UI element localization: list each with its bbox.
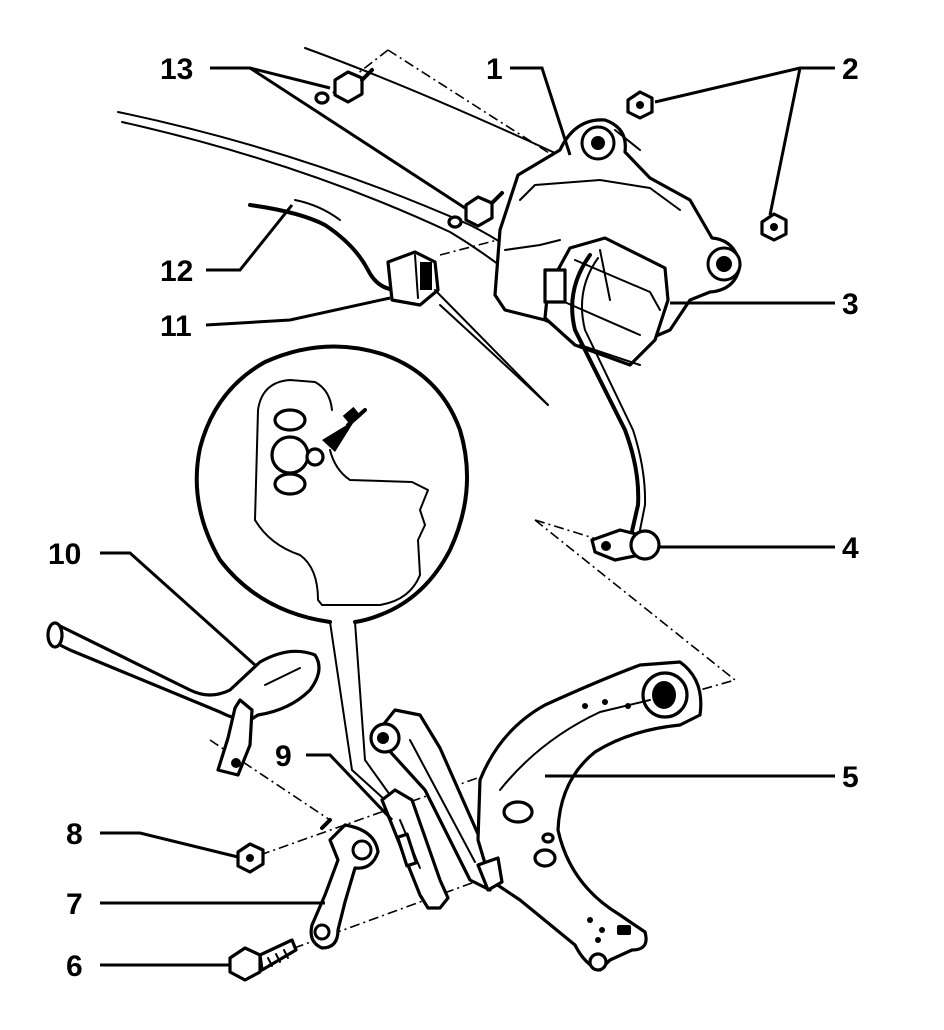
detail-inset <box>194 344 470 801</box>
connector-plug <box>386 250 549 406</box>
nuts-and-washers <box>314 68 504 229</box>
operating-lever <box>309 818 380 950</box>
callout-1: 1 <box>486 53 503 86</box>
lower-control-arm <box>369 660 703 972</box>
callout-12: 12 <box>160 255 193 288</box>
callout-labels: 13 1 2 12 3 11 4 10 9 5 8 7 6 <box>48 53 859 983</box>
callout-6: 6 <box>66 950 83 983</box>
callout-3: 3 <box>842 288 859 321</box>
lever-bolt <box>228 938 298 982</box>
coupling-link <box>380 788 450 910</box>
callout-10: 10 <box>48 538 81 571</box>
nut-pair <box>626 90 788 242</box>
sensor-linkage-rod <box>570 253 647 542</box>
callout-13: 13 <box>160 53 193 86</box>
ball-joint-end <box>590 528 661 562</box>
callout-2: 2 <box>842 53 859 86</box>
leader-lines <box>100 66 835 967</box>
callout-11: 11 <box>160 310 192 343</box>
lever-nut <box>236 842 265 874</box>
callout-5: 5 <box>842 761 859 794</box>
anti-roll-bar <box>46 621 321 777</box>
callout-7: 7 <box>66 888 83 921</box>
callout-9: 9 <box>275 740 292 773</box>
wiring-harness <box>248 199 400 292</box>
callout-4: 4 <box>842 532 859 565</box>
callout-8: 8 <box>66 818 83 851</box>
